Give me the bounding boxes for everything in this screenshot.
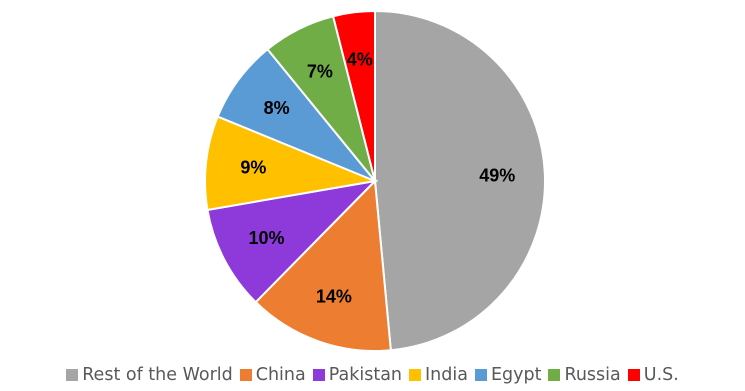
legend-label: U.S. bbox=[643, 365, 679, 385]
data-label-rest-of-the-world: 49% bbox=[479, 165, 515, 185]
legend-item-rest-of-the-world: Rest of the World bbox=[66, 365, 233, 385]
legend-swatch bbox=[409, 369, 422, 381]
pie-chart: 49% 14% 10% 9% 8% 7% 4% bbox=[204, 9, 546, 352]
pie-slice-india bbox=[204, 115, 379, 212]
legend-swatch bbox=[548, 369, 561, 381]
legend-label: India bbox=[425, 365, 468, 385]
legend-item-pakistan: Pakistan bbox=[312, 365, 403, 385]
legend-label: China bbox=[255, 365, 306, 385]
legend-item-india: India bbox=[409, 365, 468, 385]
data-label-egypt: 8% bbox=[264, 98, 290, 118]
legend-label: Egypt bbox=[490, 365, 542, 385]
legend-swatch bbox=[66, 369, 79, 381]
pie-slice-pakistan bbox=[206, 179, 378, 304]
legend-label: Russia bbox=[564, 365, 621, 385]
data-label-u-s: 4% bbox=[347, 50, 373, 70]
data-label-pakistan: 10% bbox=[249, 228, 285, 248]
legend-swatch bbox=[312, 369, 325, 381]
data-label-russia: 7% bbox=[307, 62, 333, 82]
pie-slice-china bbox=[254, 178, 392, 352]
legend-item-u-s: U.S. bbox=[627, 365, 679, 385]
legend-label: Rest of the World bbox=[82, 365, 233, 385]
chart-legend: Rest of the World China Pakistan India Egypt… bbox=[0, 362, 745, 388]
legend-swatch bbox=[627, 369, 640, 381]
pie-slice-u-s bbox=[331, 9, 376, 182]
data-label-china: 14% bbox=[316, 286, 352, 306]
legend-item-egypt: Egypt bbox=[474, 365, 542, 385]
pie-slice-rest-of-the-world bbox=[374, 9, 546, 352]
legend-item-russia: Russia bbox=[548, 365, 621, 385]
legend-swatch bbox=[239, 369, 252, 381]
legend-item-china: China bbox=[239, 365, 306, 385]
data-label-india: 9% bbox=[240, 158, 266, 178]
legend-label: Pakistan bbox=[328, 365, 403, 385]
legend-swatch bbox=[474, 369, 487, 381]
